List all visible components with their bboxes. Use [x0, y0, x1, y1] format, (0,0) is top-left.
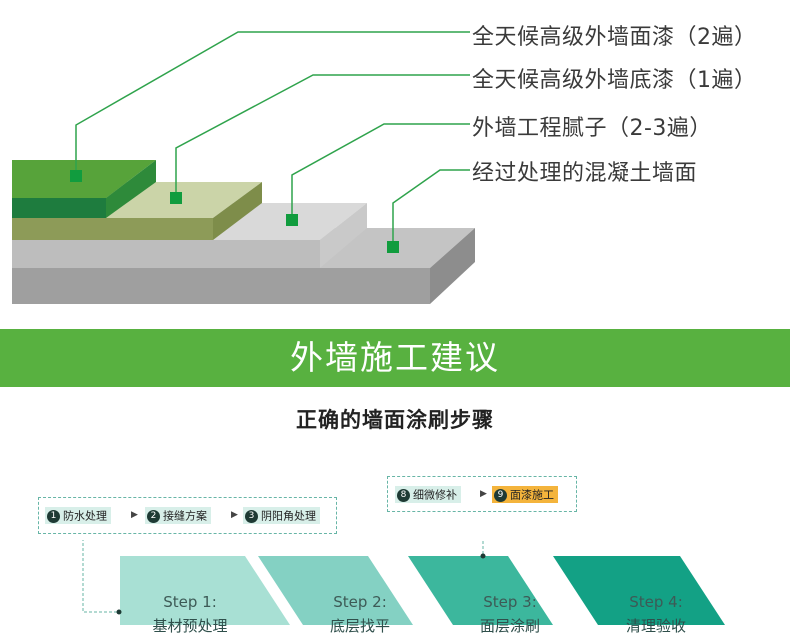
marker-primer: [170, 192, 182, 204]
step-4-sub: 清理验收: [625, 617, 686, 635]
connector-dot: [480, 553, 486, 559]
step-number-badge: 3: [245, 509, 258, 523]
marker-putty: [286, 214, 298, 226]
leader-line-concrete: [392, 169, 470, 247]
step-3-sub: 面层涂刷: [479, 617, 540, 635]
step-number-badge: 1: [47, 509, 60, 523]
step-1-sub: 基材预处理: [152, 617, 228, 635]
post-step-9-label: 面漆施工: [510, 488, 554, 502]
step-3-label: Step 3:: [483, 593, 537, 611]
step-chevron-2: [258, 556, 413, 625]
step-chevron-1: [120, 556, 290, 625]
pre-step-2-label: 接缝方案: [163, 509, 207, 523]
steps-flow: [82, 540, 725, 625]
pre-step-3-label: 阴阳角处理: [261, 509, 316, 523]
primer-layer-front: [12, 218, 213, 240]
label-putty: 外墙工程腻子（2-3遍）: [472, 116, 712, 141]
leader-line-topcoat: [75, 31, 470, 176]
step-2-sub: 底层找平: [329, 617, 390, 635]
step-chevron-4: [553, 556, 725, 625]
step-1-label: Step 1:: [163, 593, 217, 611]
connector-dot: [116, 609, 122, 615]
step-4-label: Step 4:: [629, 593, 683, 611]
step-number-badge: 8: [397, 488, 410, 502]
label-primer: 全天候高级外墙底漆（1遍）: [472, 68, 757, 93]
concrete-layer-side: [430, 228, 475, 304]
concrete-layer-front: [12, 268, 430, 304]
pre-step-1-label: 防水处理: [63, 509, 107, 523]
topcoat-layer-front: [12, 198, 106, 218]
wall-layers-diagram: [12, 31, 475, 304]
step-number-badge: 2: [147, 509, 160, 523]
arrow-right-icon: ▶: [131, 510, 138, 520]
topcoat-layer-top: [12, 160, 156, 198]
arrow-right-icon: ▶: [231, 510, 238, 520]
putty-layer-side: [320, 203, 367, 268]
topcoat-layer-side: [106, 160, 156, 218]
marker-concrete: [387, 241, 399, 253]
marker-topcoat: [70, 170, 82, 182]
arrow-right-icon: ▶: [480, 489, 487, 499]
post-step-8-label: 细微修补: [413, 488, 457, 502]
connector-pre-steps: [82, 540, 118, 613]
label-topcoat: 全天候高级外墙面漆（2遍）: [472, 25, 757, 50]
steps-title: 正确的墙面涂刷步骤: [296, 408, 494, 432]
step-2-label: Step 2:: [333, 593, 387, 611]
section-banner: 外墙施工建议: [0, 329, 790, 387]
step-number-badge: 9: [494, 488, 507, 502]
putty-layer-front: [12, 240, 320, 268]
leader-line-putty: [291, 123, 470, 220]
step-chevron-3: [408, 556, 553, 625]
primer-layer-side: [213, 182, 262, 240]
label-concrete: 经过处理的混凝土墙面: [472, 161, 698, 186]
leader-line-primer: [175, 74, 470, 198]
